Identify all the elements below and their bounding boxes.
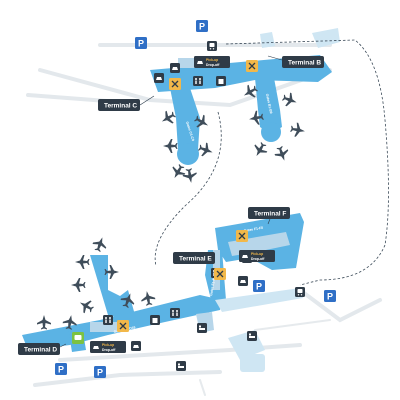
plane-icon bbox=[281, 92, 297, 107]
parking-areas: P P P P P P bbox=[55, 20, 336, 378]
svg-text:P: P bbox=[199, 22, 205, 32]
terminal-label-f[interactable]: Terminal F bbox=[248, 207, 290, 225]
inter-terminal-route bbox=[154, 111, 222, 267]
shopping-icon[interactable] bbox=[216, 76, 226, 86]
terminal-label-c[interactable]: Terminal C bbox=[98, 95, 155, 111]
plane-icon bbox=[120, 293, 135, 309]
plane-icon bbox=[194, 114, 209, 128]
shuttle-bus-icon[interactable] bbox=[72, 332, 84, 344]
restroom-icon[interactable] bbox=[193, 76, 203, 86]
plane-icon bbox=[172, 164, 186, 179]
concourse-b-label: Gates B1-B9 bbox=[265, 93, 273, 114]
concourse-f-label: Gates F1-F8 bbox=[243, 226, 263, 233]
airport-train-route bbox=[225, 39, 389, 286]
dining-areas bbox=[117, 60, 258, 332]
svg-text:P: P bbox=[256, 282, 262, 292]
terminal-b-name: Terminal B bbox=[288, 60, 321, 67]
train-icon[interactable] bbox=[207, 41, 217, 51]
terminal-d-name: Terminal D bbox=[24, 347, 57, 354]
plane-icon bbox=[37, 315, 51, 330]
plane-icon bbox=[92, 237, 107, 253]
taxi-icon[interactable] bbox=[170, 63, 180, 73]
parking-icon[interactable]: P bbox=[94, 366, 106, 378]
svg-text:P: P bbox=[97, 368, 103, 378]
plane-icon bbox=[243, 84, 258, 98]
terminal-f-name: Terminal F bbox=[254, 211, 286, 218]
pickup-dropoff-d[interactable]: Pick-up Drop-off bbox=[90, 341, 126, 353]
svg-text:P: P bbox=[58, 365, 64, 375]
dining-icon[interactable] bbox=[246, 60, 258, 72]
car-rental-icon[interactable] bbox=[131, 341, 141, 351]
hotel-icon[interactable] bbox=[247, 331, 257, 341]
plane-icon bbox=[274, 145, 289, 161]
parking-icon[interactable]: P bbox=[55, 363, 67, 375]
train-icon[interactable] bbox=[295, 287, 305, 297]
plane-icon bbox=[71, 278, 86, 292]
pickup-dropoff-e[interactable]: Pick-up Drop-off bbox=[239, 250, 275, 262]
pickup-label: Pick-up bbox=[102, 343, 114, 347]
restroom-icon[interactable] bbox=[103, 315, 113, 325]
train-stations bbox=[207, 41, 305, 297]
plane-icon bbox=[249, 110, 264, 125]
shopping-icon[interactable] bbox=[150, 315, 160, 325]
terminal-label-b[interactable]: Terminal B bbox=[267, 55, 324, 68]
dining-icon[interactable] bbox=[236, 230, 248, 242]
parking-icon[interactable]: P bbox=[324, 290, 336, 302]
plane-icon bbox=[254, 142, 268, 157]
parking-icon[interactable]: P bbox=[135, 37, 147, 49]
pickup-label: Pick-up bbox=[206, 58, 218, 62]
pickup-dropoff-bc[interactable]: Pick-up Drop-off bbox=[194, 56, 230, 68]
plane-icon bbox=[163, 139, 178, 153]
dropoff-label: Drop-off bbox=[251, 257, 265, 261]
dining-icon[interactable] bbox=[117, 320, 129, 332]
svg-text:P: P bbox=[138, 39, 144, 49]
dining-icon[interactable] bbox=[214, 268, 226, 280]
concourse-c-label: Gates C1-C9 bbox=[185, 121, 195, 142]
terminal-e-name: Terminal E bbox=[179, 256, 212, 263]
plane-icon bbox=[62, 315, 77, 330]
terminal-d-complex bbox=[22, 255, 303, 352]
plane-icon bbox=[290, 122, 305, 137]
parked-aircraft bbox=[37, 84, 305, 330]
plane-icon bbox=[141, 291, 156, 306]
plane-icon bbox=[161, 110, 176, 124]
terminal-label-d[interactable]: Terminal D bbox=[18, 343, 67, 355]
terminal-label-e[interactable]: Terminal E bbox=[173, 252, 215, 265]
terminal-c-name: Terminal C bbox=[104, 103, 137, 110]
concourse-e-label: Gates E1-E12 bbox=[209, 274, 217, 296]
plane-icon bbox=[197, 142, 213, 157]
pickup-label: Pick-up bbox=[251, 252, 263, 256]
car-rental-icon[interactable] bbox=[154, 73, 164, 83]
plane-icon bbox=[182, 168, 197, 183]
dropoff-label: Drop-off bbox=[206, 63, 220, 67]
parking-icon[interactable]: P bbox=[253, 280, 265, 292]
hotel-icon[interactable] bbox=[176, 361, 186, 371]
svg-text:P: P bbox=[327, 292, 333, 302]
plane-icon bbox=[79, 300, 94, 314]
dining-icon[interactable] bbox=[169, 78, 181, 90]
taxi-icon[interactable] bbox=[238, 276, 248, 286]
parking-icon[interactable]: P bbox=[196, 20, 208, 32]
restroom-icon[interactable] bbox=[170, 308, 180, 318]
dropoff-label: Drop-off bbox=[102, 348, 116, 352]
hotel-icon[interactable] bbox=[197, 323, 207, 333]
plane-icon bbox=[75, 255, 90, 269]
plane-icon bbox=[104, 265, 119, 279]
